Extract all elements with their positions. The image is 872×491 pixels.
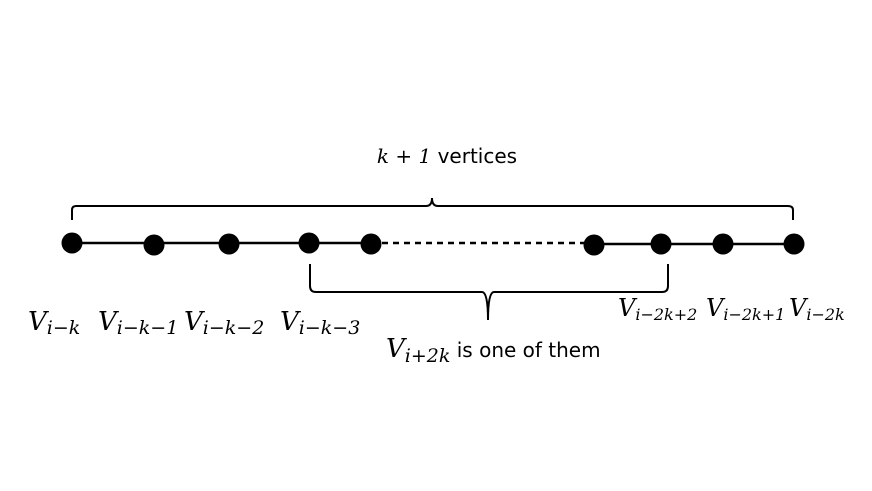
vertex-node [360,233,382,255]
vertex-node [298,232,320,254]
vertex-label-sub: i−k−3 [299,317,361,339]
vertex-node [650,233,672,255]
vertex-label-base: V [706,294,726,322]
vertex-label: Vi−2k [789,294,845,324]
bottom-brace-label-text: is one of them [450,338,600,362]
vertex-label-sub: i−k [47,317,81,339]
bottom-brace-label-base: V [386,334,407,364]
top-brace-label: k + 1 vertices [377,144,517,168]
vertex-label: Vi−2k+1 [706,294,785,324]
vertex-label-sub: i−2k [806,305,844,324]
vertex-label-base: V [98,307,119,337]
bottom-brace-label-sub: i+2k [405,345,451,367]
vertex-label-base: V [280,307,301,337]
vertex-label: Vi−k−3 [280,307,360,339]
vertex-node [61,232,83,254]
vertex-label: Vi−2k+2 [618,294,697,324]
vertex-label-sub: i−2k+2 [635,305,697,324]
vertex-label-base: V [789,294,809,322]
vertex-node [143,234,165,256]
top-brace [71,197,794,220]
vertex-label-sub: i−k−2 [203,317,265,339]
top-brace-label-text: vertices [431,144,517,168]
vertex-node [583,234,605,256]
vertex-label: Vi−k [28,307,80,339]
vertex-node [712,233,734,255]
bottom-brace [309,264,669,321]
vertex-label: Vi−k−1 [98,307,178,339]
vertex-node [783,233,805,255]
vertex-label-sub: i−k−1 [117,317,179,339]
vertex-label-sub: i−2k+1 [723,305,785,324]
top-brace-label-math: k + 1 [377,144,431,168]
vertex-label-base: V [184,307,205,337]
vertex-label-base: V [28,307,49,337]
vertex-label: Vi−k−2 [184,307,264,339]
bottom-brace-label: Vi+2k is one of them [386,334,601,367]
vertex-node [218,233,240,255]
vertex-label-base: V [618,294,638,322]
